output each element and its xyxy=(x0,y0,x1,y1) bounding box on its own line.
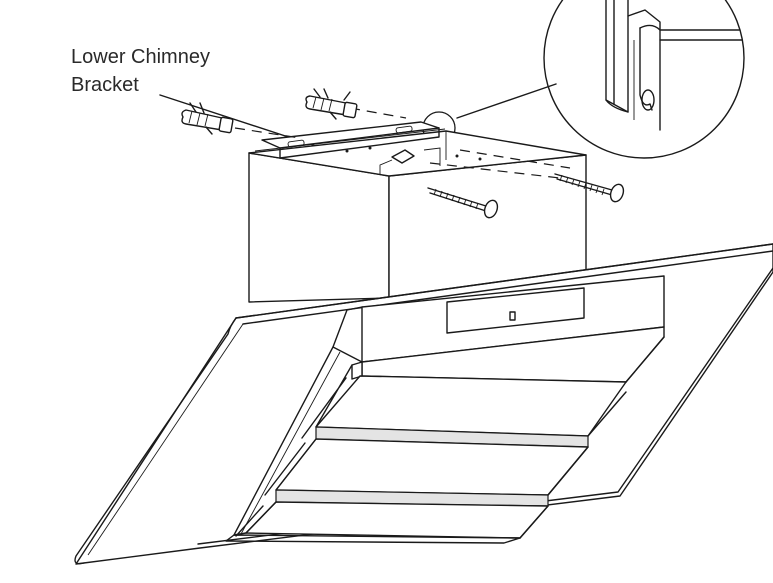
alignment-line-left xyxy=(234,127,301,139)
wall-plug-right-icon xyxy=(305,88,358,120)
screw-left-icon xyxy=(427,187,499,219)
alignment-line-right xyxy=(349,107,407,119)
alignment-line-screw-left xyxy=(429,162,561,179)
wall-plug-left-icon xyxy=(181,102,234,135)
callout-label-line1: Lower Chimney xyxy=(71,46,210,68)
chimney-box xyxy=(248,121,587,303)
callout-label-line2: Bracket xyxy=(71,74,139,96)
hood-bottom-trim xyxy=(225,534,521,544)
bracket-detail-zoom xyxy=(456,0,745,159)
power-button-icon xyxy=(509,311,516,321)
control-panel xyxy=(332,275,665,363)
alignment-line-screw-right xyxy=(459,149,571,169)
zoom-pointer-line xyxy=(456,83,557,119)
screw-right-icon xyxy=(554,173,625,203)
louvre-slats xyxy=(233,326,665,539)
